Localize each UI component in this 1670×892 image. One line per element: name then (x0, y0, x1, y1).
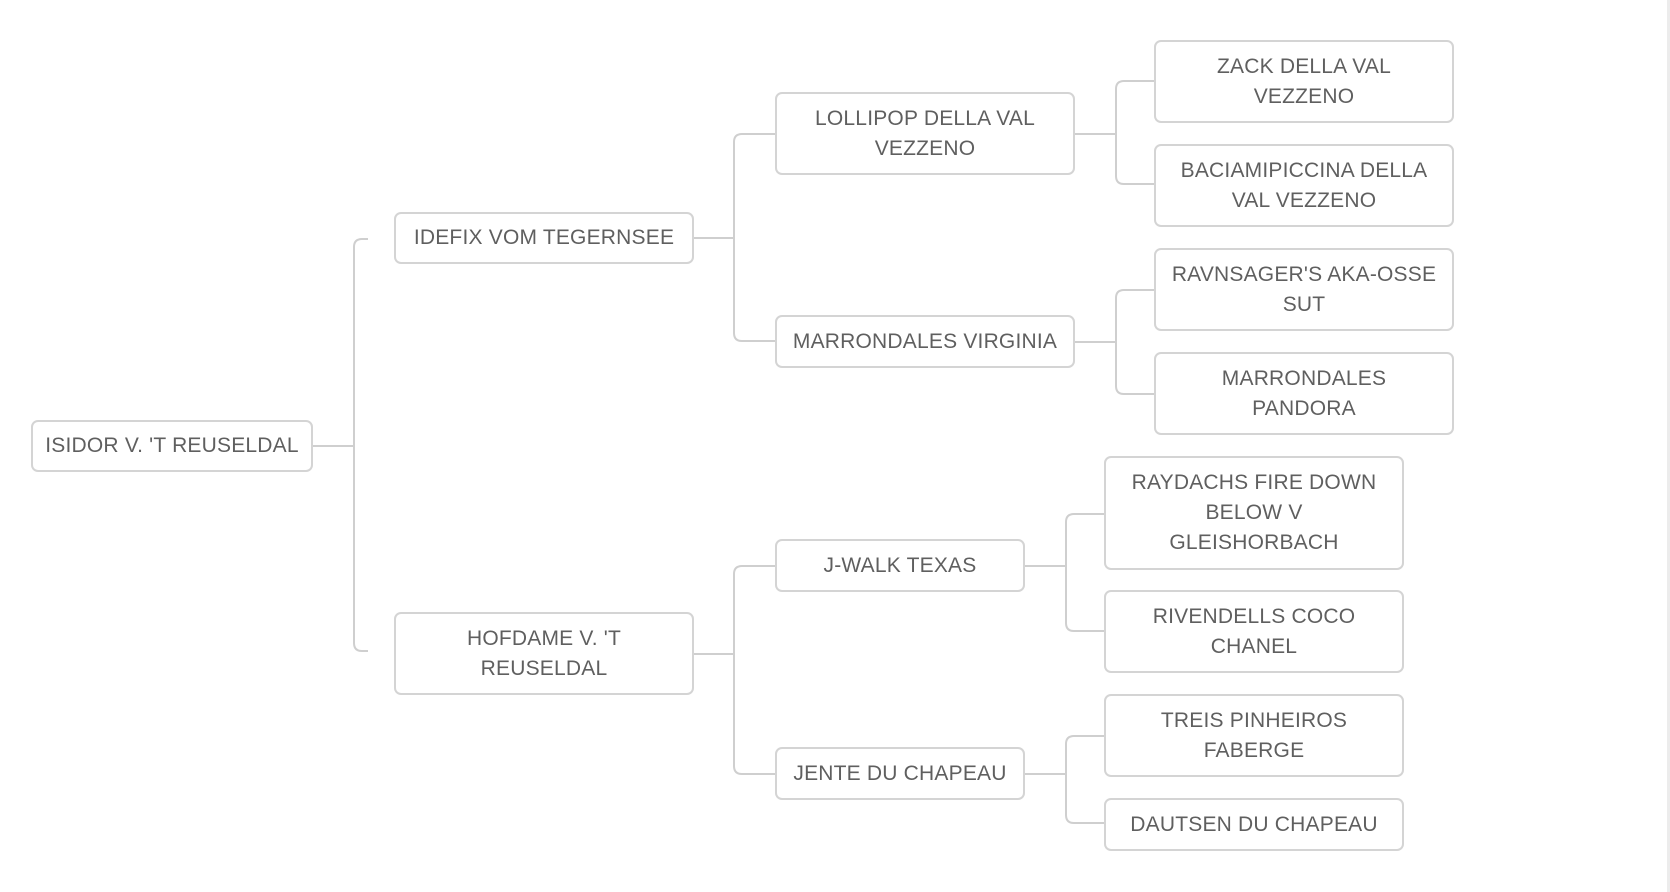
connector-subject-parents (353, 238, 368, 652)
node-dsd-label: RIVENDELLS COCO CHANEL (1152, 604, 1356, 658)
connector-gen2-3-parents (1065, 513, 1104, 632)
node-ddd[interactable]: DAUTSEN DU CHAPEAU (1104, 798, 1404, 851)
node-subject-label: ISIDOR V. 'T REUSELDAL (45, 434, 299, 457)
connector-gen2-4-parents (1065, 735, 1104, 824)
node-sire-sire-label: LOLLIPOP DELLA VAL VEZZENO (815, 106, 1035, 160)
node-sss[interactable]: ZACK DELLA VAL VEZZENO (1154, 40, 1454, 123)
node-subject[interactable]: ISIDOR V. 'T REUSELDAL (31, 420, 313, 472)
node-sire-label: IDEFIX VOM TEGERNSEE (413, 226, 675, 249)
node-sire[interactable]: IDEFIX VOM TEGERNSEE (394, 212, 694, 264)
node-dam-dam-label: JENTE DU CHAPEAU (793, 761, 1007, 785)
node-sire-dam-label: MARRONDALES VIRGINIA (792, 329, 1058, 353)
connector-gen2-2-parents (1115, 289, 1154, 395)
node-dam-sire-label: J-WALK TEXAS (823, 553, 977, 577)
node-dam-dam[interactable]: JENTE DU CHAPEAU (775, 747, 1025, 800)
connector-gen2-1-parents (1115, 80, 1154, 185)
connector-dam-parents (733, 565, 775, 775)
node-sire-dam[interactable]: MARRONDALES VIRGINIA (775, 315, 1075, 368)
node-dsd[interactable]: RIVENDELLS COCO CHANEL (1104, 590, 1404, 673)
node-sds-label: RAVNSAGER'S AKA-OSSE SUT (1171, 262, 1437, 316)
node-sss-label: ZACK DELLA VAL VEZZENO (1217, 54, 1391, 108)
node-ssd-label: BACIAMIPICCINA DELLA VAL VEZZENO (1180, 158, 1428, 212)
node-dam[interactable]: HOFDAME V. 'T REUSELDAL (394, 612, 694, 695)
node-dds-label: TREIS PINHEIROS FABERGE (1160, 708, 1348, 762)
vertical-scrollbar[interactable] (1667, 0, 1670, 892)
node-dam-sire[interactable]: J-WALK TEXAS (775, 539, 1025, 592)
node-dam-label: HOFDAME V. 'T REUSELDAL (466, 626, 622, 680)
node-sdd-label: MARRONDALES PANDORA (1221, 366, 1387, 420)
node-dss-label: RAYDACHS FIRE DOWN BELOW V GLEISHORBACH (1131, 471, 1377, 554)
node-sdd[interactable]: MARRONDALES PANDORA (1154, 352, 1454, 435)
node-sire-sire[interactable]: LOLLIPOP DELLA VAL VEZZENO (775, 92, 1075, 175)
node-ssd[interactable]: BACIAMIPICCINA DELLA VAL VEZZENO (1154, 144, 1454, 227)
node-sds[interactable]: RAVNSAGER'S AKA-OSSE SUT (1154, 248, 1454, 331)
node-dds[interactable]: TREIS PINHEIROS FABERGE (1104, 694, 1404, 777)
node-dss[interactable]: RAYDACHS FIRE DOWN BELOW V GLEISHORBACH (1104, 456, 1404, 570)
connector-sire-parents (733, 133, 775, 342)
node-ddd-label: DAUTSEN DU CHAPEAU (1130, 812, 1378, 836)
